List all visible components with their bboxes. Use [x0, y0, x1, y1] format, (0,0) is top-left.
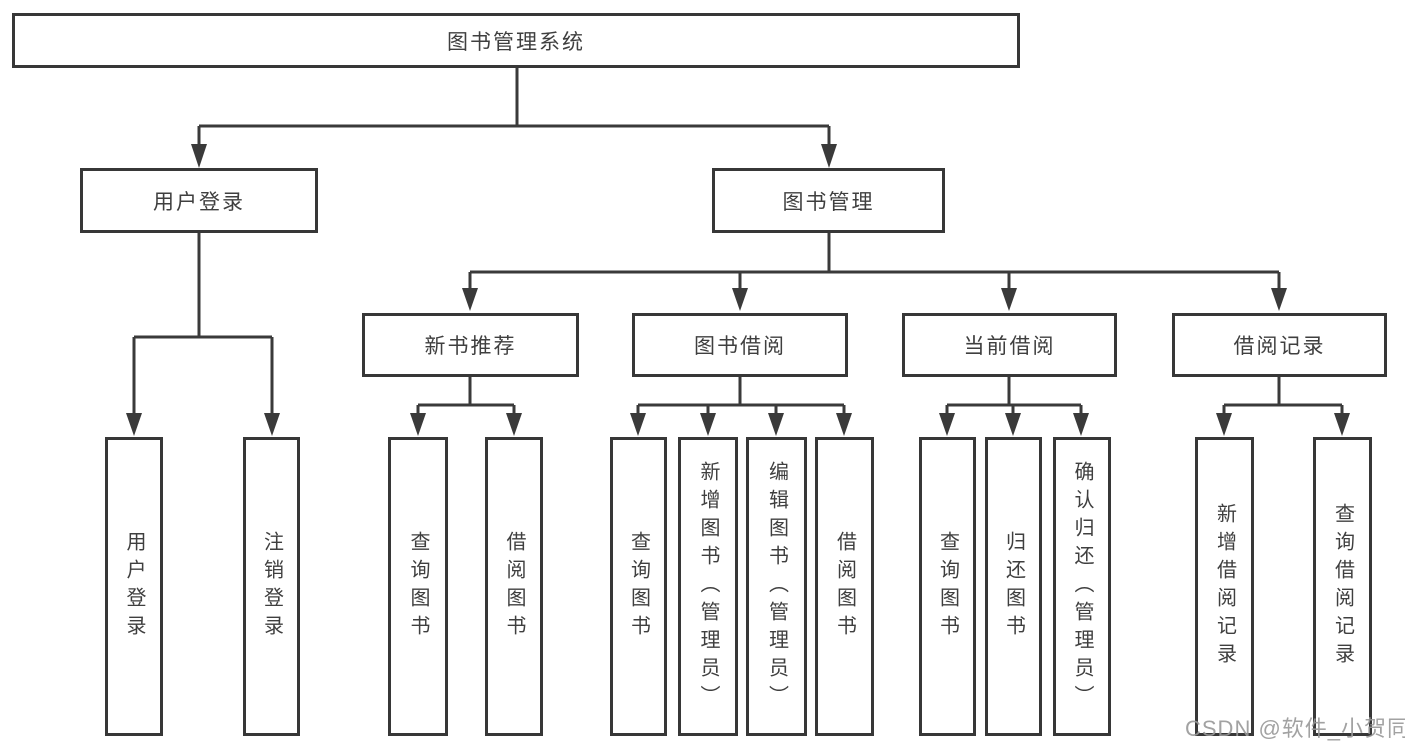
- connector-records-to-leaves: [1216, 377, 1350, 436]
- csdn-watermark: CSDN @软件_小贺同学: [1185, 716, 1405, 741]
- leaf-query-borrow-record: 查询借阅记录: [1313, 437, 1372, 736]
- node-user-login: 用户登录: [80, 168, 318, 233]
- leaf-borrow-books: 借阅图书: [485, 437, 543, 736]
- leaf-add-books-admin: 新增图书（管理员）: [678, 437, 738, 736]
- node-new-book-recommend: 新书推荐: [362, 313, 579, 377]
- connector-mgmt-to-level3: [462, 233, 1287, 311]
- leaf-label: 注销登录: [260, 530, 283, 643]
- leaf-query-books: 查询图书: [919, 437, 976, 736]
- leaf-label: 借阅图书: [833, 530, 856, 643]
- connector-newbooks-to-leaves: [410, 377, 522, 436]
- connector-borrow-to-leaves: [630, 377, 852, 436]
- connector-login-to-leaves: [126, 233, 280, 436]
- node-book-management: 图书管理: [712, 168, 945, 233]
- leaf-user-login: 用户登录: [105, 437, 163, 736]
- leaf-label: 查询借阅记录: [1331, 502, 1354, 671]
- leaf-add-borrow-record: 新增借阅记录: [1195, 437, 1254, 736]
- node-borrow-records: 借阅记录: [1172, 313, 1387, 377]
- node-book-borrow: 图书借阅: [632, 313, 848, 377]
- leaf-label: 查询图书: [936, 530, 959, 643]
- leaf-label: 确认归还（管理员）: [1071, 460, 1093, 713]
- leaf-logout: 注销登录: [243, 437, 300, 736]
- leaf-label: 用户登录: [123, 530, 145, 643]
- leaf-return-books: 归还图书: [985, 437, 1042, 736]
- connector-root-to-level2: [191, 68, 837, 168]
- leaf-label: 新增借阅记录: [1213, 502, 1236, 671]
- leaf-label: 编辑图书（管理员）: [765, 460, 788, 713]
- leaf-edit-books-admin: 编辑图书（管理员）: [746, 437, 807, 736]
- leaf-label: 新增图书（管理员）: [697, 460, 719, 713]
- leaf-label: 借阅图书: [503, 530, 525, 643]
- leaf-query-books: 查询图书: [610, 437, 667, 736]
- node-root-system: 图书管理系统: [12, 13, 1020, 68]
- node-current-borrow: 当前借阅: [902, 313, 1117, 377]
- leaf-label: 查询图书: [407, 530, 429, 643]
- connector-current-to-leaves: [939, 377, 1089, 436]
- leaf-query-books: 查询图书: [388, 437, 448, 736]
- leaf-confirm-return-admin: 确认归还（管理员）: [1053, 437, 1111, 736]
- leaf-label: 归还图书: [1002, 530, 1025, 643]
- leaf-borrow-books: 借阅图书: [815, 437, 874, 736]
- leaf-label: 查询图书: [627, 530, 650, 643]
